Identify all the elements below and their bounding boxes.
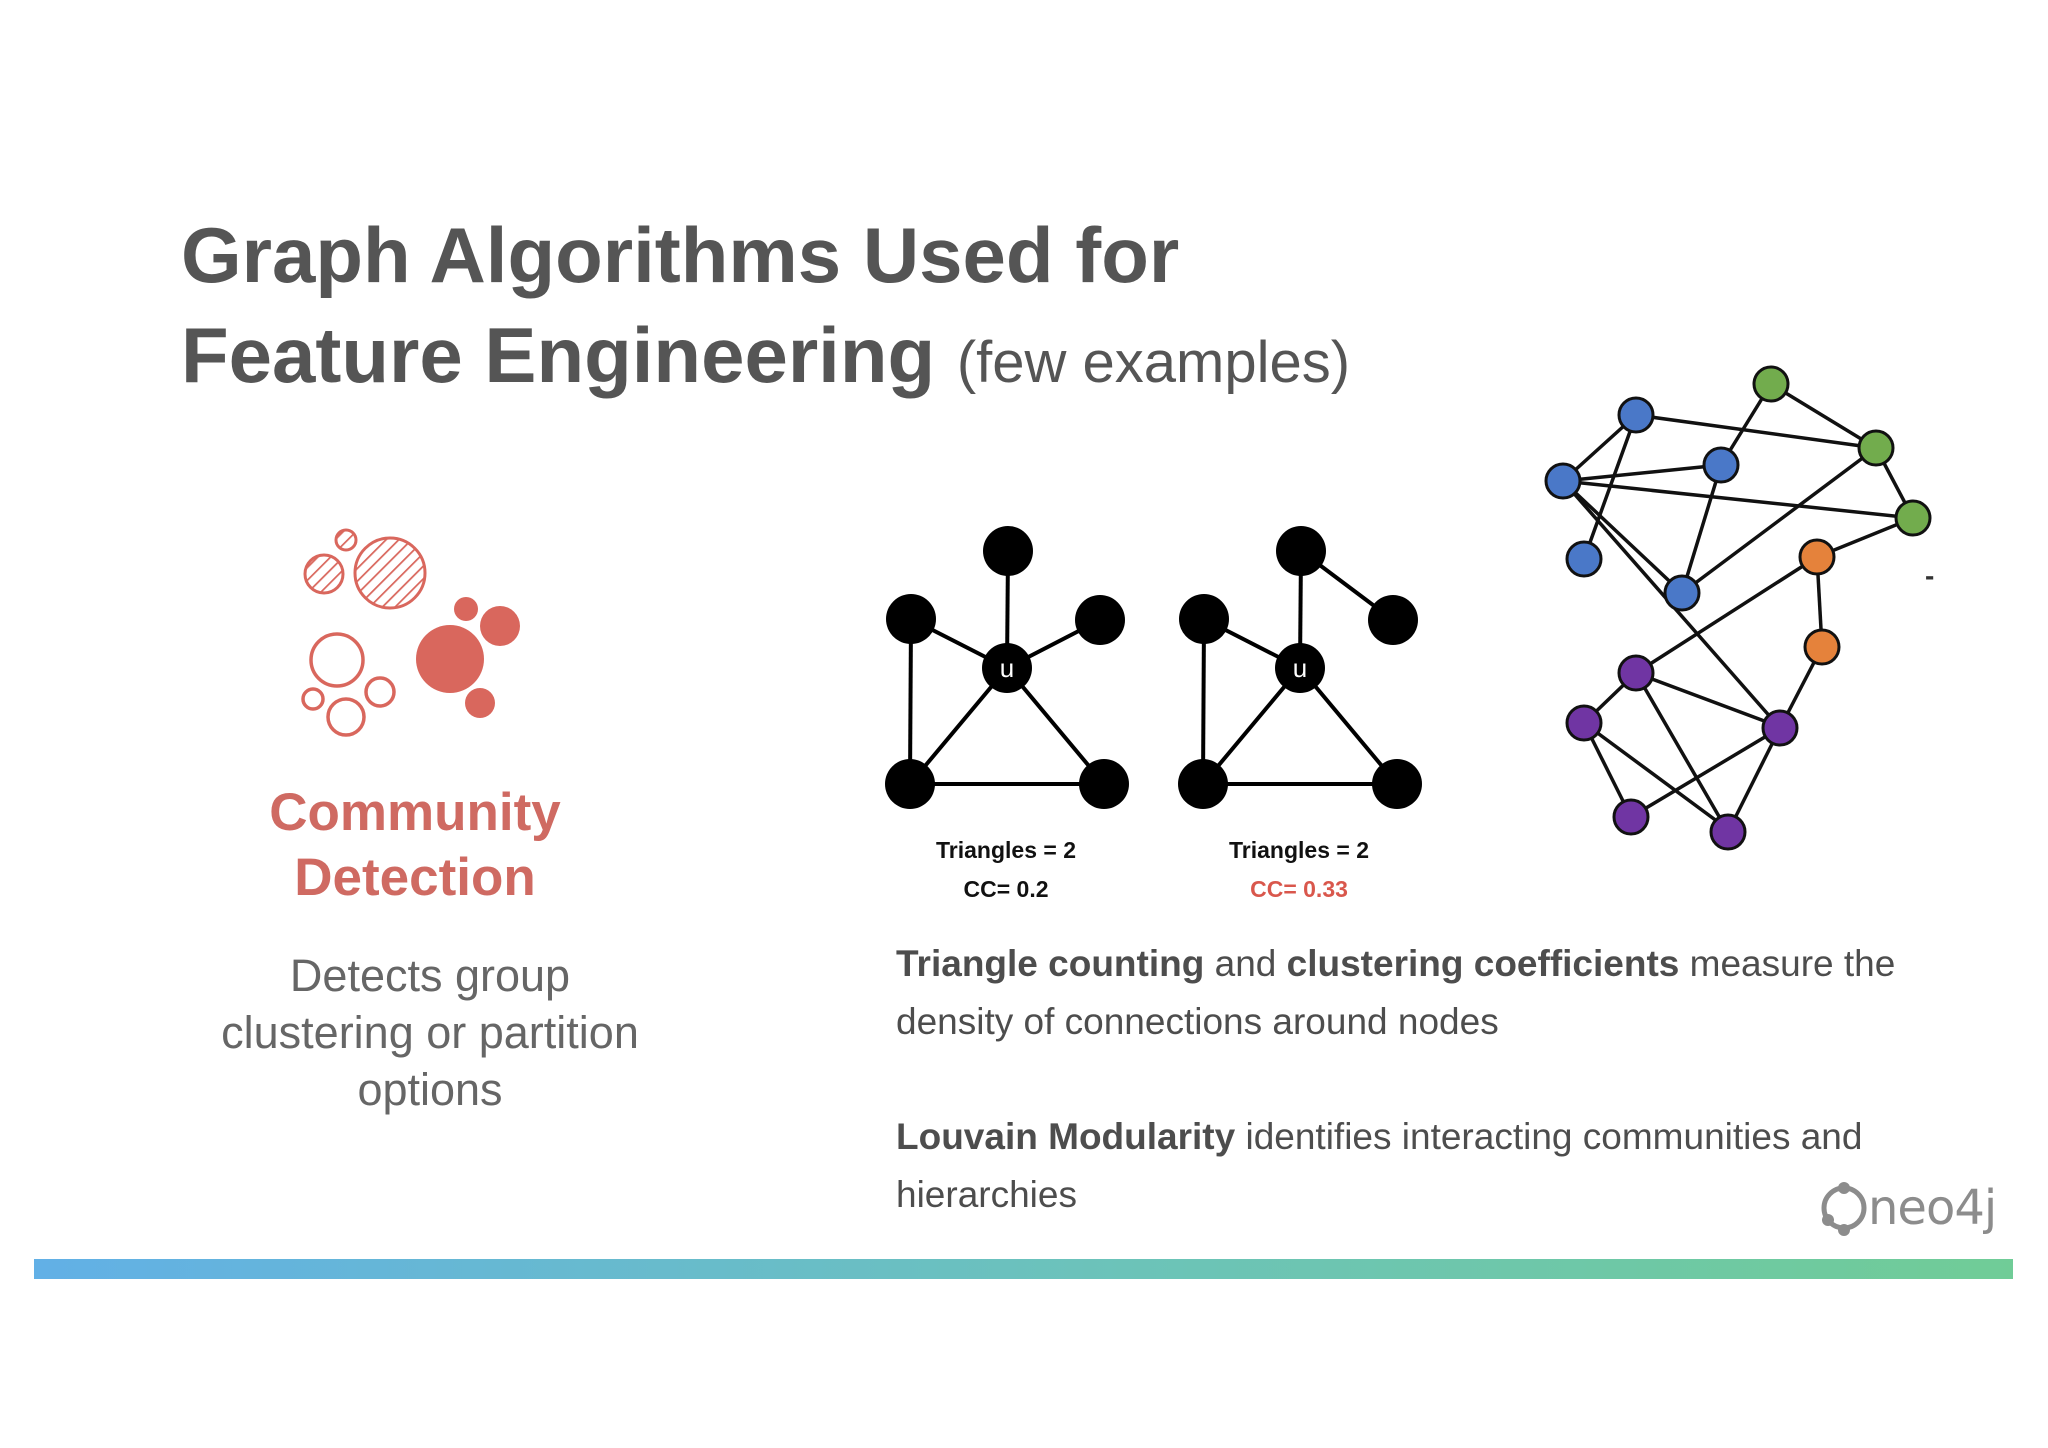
community-detection-icon: [301, 528, 520, 737]
graph1-node-bottom-right: [1079, 759, 1129, 809]
slide-title-line2: Feature Engineering (few examples): [181, 305, 1350, 413]
node-purple-3: [1761, 709, 1799, 747]
node-blue-5: [1663, 574, 1701, 612]
stray-dash-mark: -: [1925, 560, 1935, 591]
graph2-node-right: [1368, 595, 1418, 645]
triangle-graphs-overlay: u u: [860, 500, 1440, 820]
hatched-circle-tiny: [334, 528, 358, 552]
graph1-node-bottom-left: [885, 759, 935, 809]
triangle-caption-1: Triangles = 2 CC= 0.2: [876, 831, 1136, 909]
community-desc-line1: Detects group: [289, 950, 571, 1001]
node-orange-1: [1798, 538, 1836, 576]
graph1-node-u-label: u: [1000, 653, 1014, 683]
bold-triangle-counting: Triangle counting: [896, 943, 1205, 984]
node-blue-3: [1544, 462, 1582, 500]
ring-circle-xs: [301, 687, 325, 711]
triangle-caption-2: Triangles = 2 CC= 0.33: [1169, 831, 1429, 909]
graph2-node-left: [1179, 594, 1229, 644]
bold-louvain-modularity: Louvain Modularity: [896, 1116, 1236, 1157]
ring-circle-large: [309, 632, 365, 688]
node-purple-2: [1565, 704, 1603, 742]
graph1-node-left: [886, 594, 936, 644]
clustering-coefficient-2: CC= 0.33: [1250, 876, 1348, 902]
graph1-node-top: [983, 526, 1033, 576]
triangle-count-2: Triangles = 2: [1229, 837, 1369, 863]
text-identifies-communities: identifies interacting communities and h…: [896, 1116, 1863, 1215]
graph2-node-bottom-right: [1372, 759, 1422, 809]
slide-title-bold: Feature Engineering: [181, 311, 936, 399]
ring-circle-small: [364, 676, 396, 708]
solid-circle-xs2: [465, 688, 495, 718]
neo4j-logo-text: neo4j: [1868, 1180, 1997, 1236]
neo4j-logo-icon: [1821, 1182, 1867, 1236]
slide-title-line1: Graph Algorithms Used for: [181, 211, 1180, 299]
bottom-gradient-bar: [34, 1259, 2013, 1279]
node-blue-2: [1702, 446, 1740, 484]
graph2-node-top: [1276, 526, 1326, 576]
slide-title-subtitle: (few examples): [956, 330, 1351, 395]
node-blue-4: [1565, 540, 1603, 578]
community-detection-description: Detects group clustering or partition op…: [170, 947, 690, 1118]
solid-circle-xs: [454, 597, 478, 621]
community-detection-heading: Community Detection: [190, 780, 640, 910]
community-desc-line3: options: [357, 1064, 503, 1115]
neo4j-logo: neo4j: [1820, 1180, 1997, 1240]
paragraph-louvain: Louvain Modularity identifies interactin…: [896, 1108, 1976, 1224]
node-purple-5: [1709, 813, 1747, 851]
text-and: and: [1204, 943, 1287, 984]
graph2-node-u: [1275, 643, 1325, 693]
community-network-graph: [1544, 365, 1932, 851]
solid-circle-lg: [416, 625, 484, 693]
graph1-node-right: [1075, 595, 1125, 645]
node-green-1: [1752, 365, 1790, 403]
node-green-2: [1857, 429, 1895, 467]
hatched-circle-small: [303, 553, 345, 595]
community-desc-line2: clustering or partition: [221, 1007, 639, 1058]
graph2-node-u-label: u: [1293, 653, 1307, 683]
bold-clustering-coefficients: clustering coefficients: [1286, 943, 1680, 984]
graph1-node-u: [982, 643, 1032, 693]
community-heading-line2: Detection: [294, 848, 536, 907]
node-green-3: [1894, 499, 1932, 537]
triangle-count-1: Triangles = 2: [936, 837, 1076, 863]
hatched-circle-large: [353, 536, 427, 610]
paragraph-triangle-counting: Triangle counting and clustering coeffic…: [896, 935, 1976, 1051]
slide-title: Graph Algorithms Used for Feature Engine…: [181, 205, 1350, 413]
node-purple-1: [1617, 654, 1655, 692]
graph2-node-bottom-left: [1178, 759, 1228, 809]
network-edges: [1561, 382, 1915, 835]
node-orange-2: [1803, 628, 1841, 666]
node-blue-1: [1617, 396, 1655, 434]
ring-circle-medium: [326, 697, 366, 737]
text-measure-density: measure the density of connections aroun…: [896, 943, 1896, 1042]
clustering-coefficient-1: CC= 0.2: [963, 876, 1049, 902]
solid-circle-sm: [480, 606, 520, 646]
community-heading-line1: Community: [269, 783, 561, 842]
node-purple-4: [1612, 798, 1650, 836]
